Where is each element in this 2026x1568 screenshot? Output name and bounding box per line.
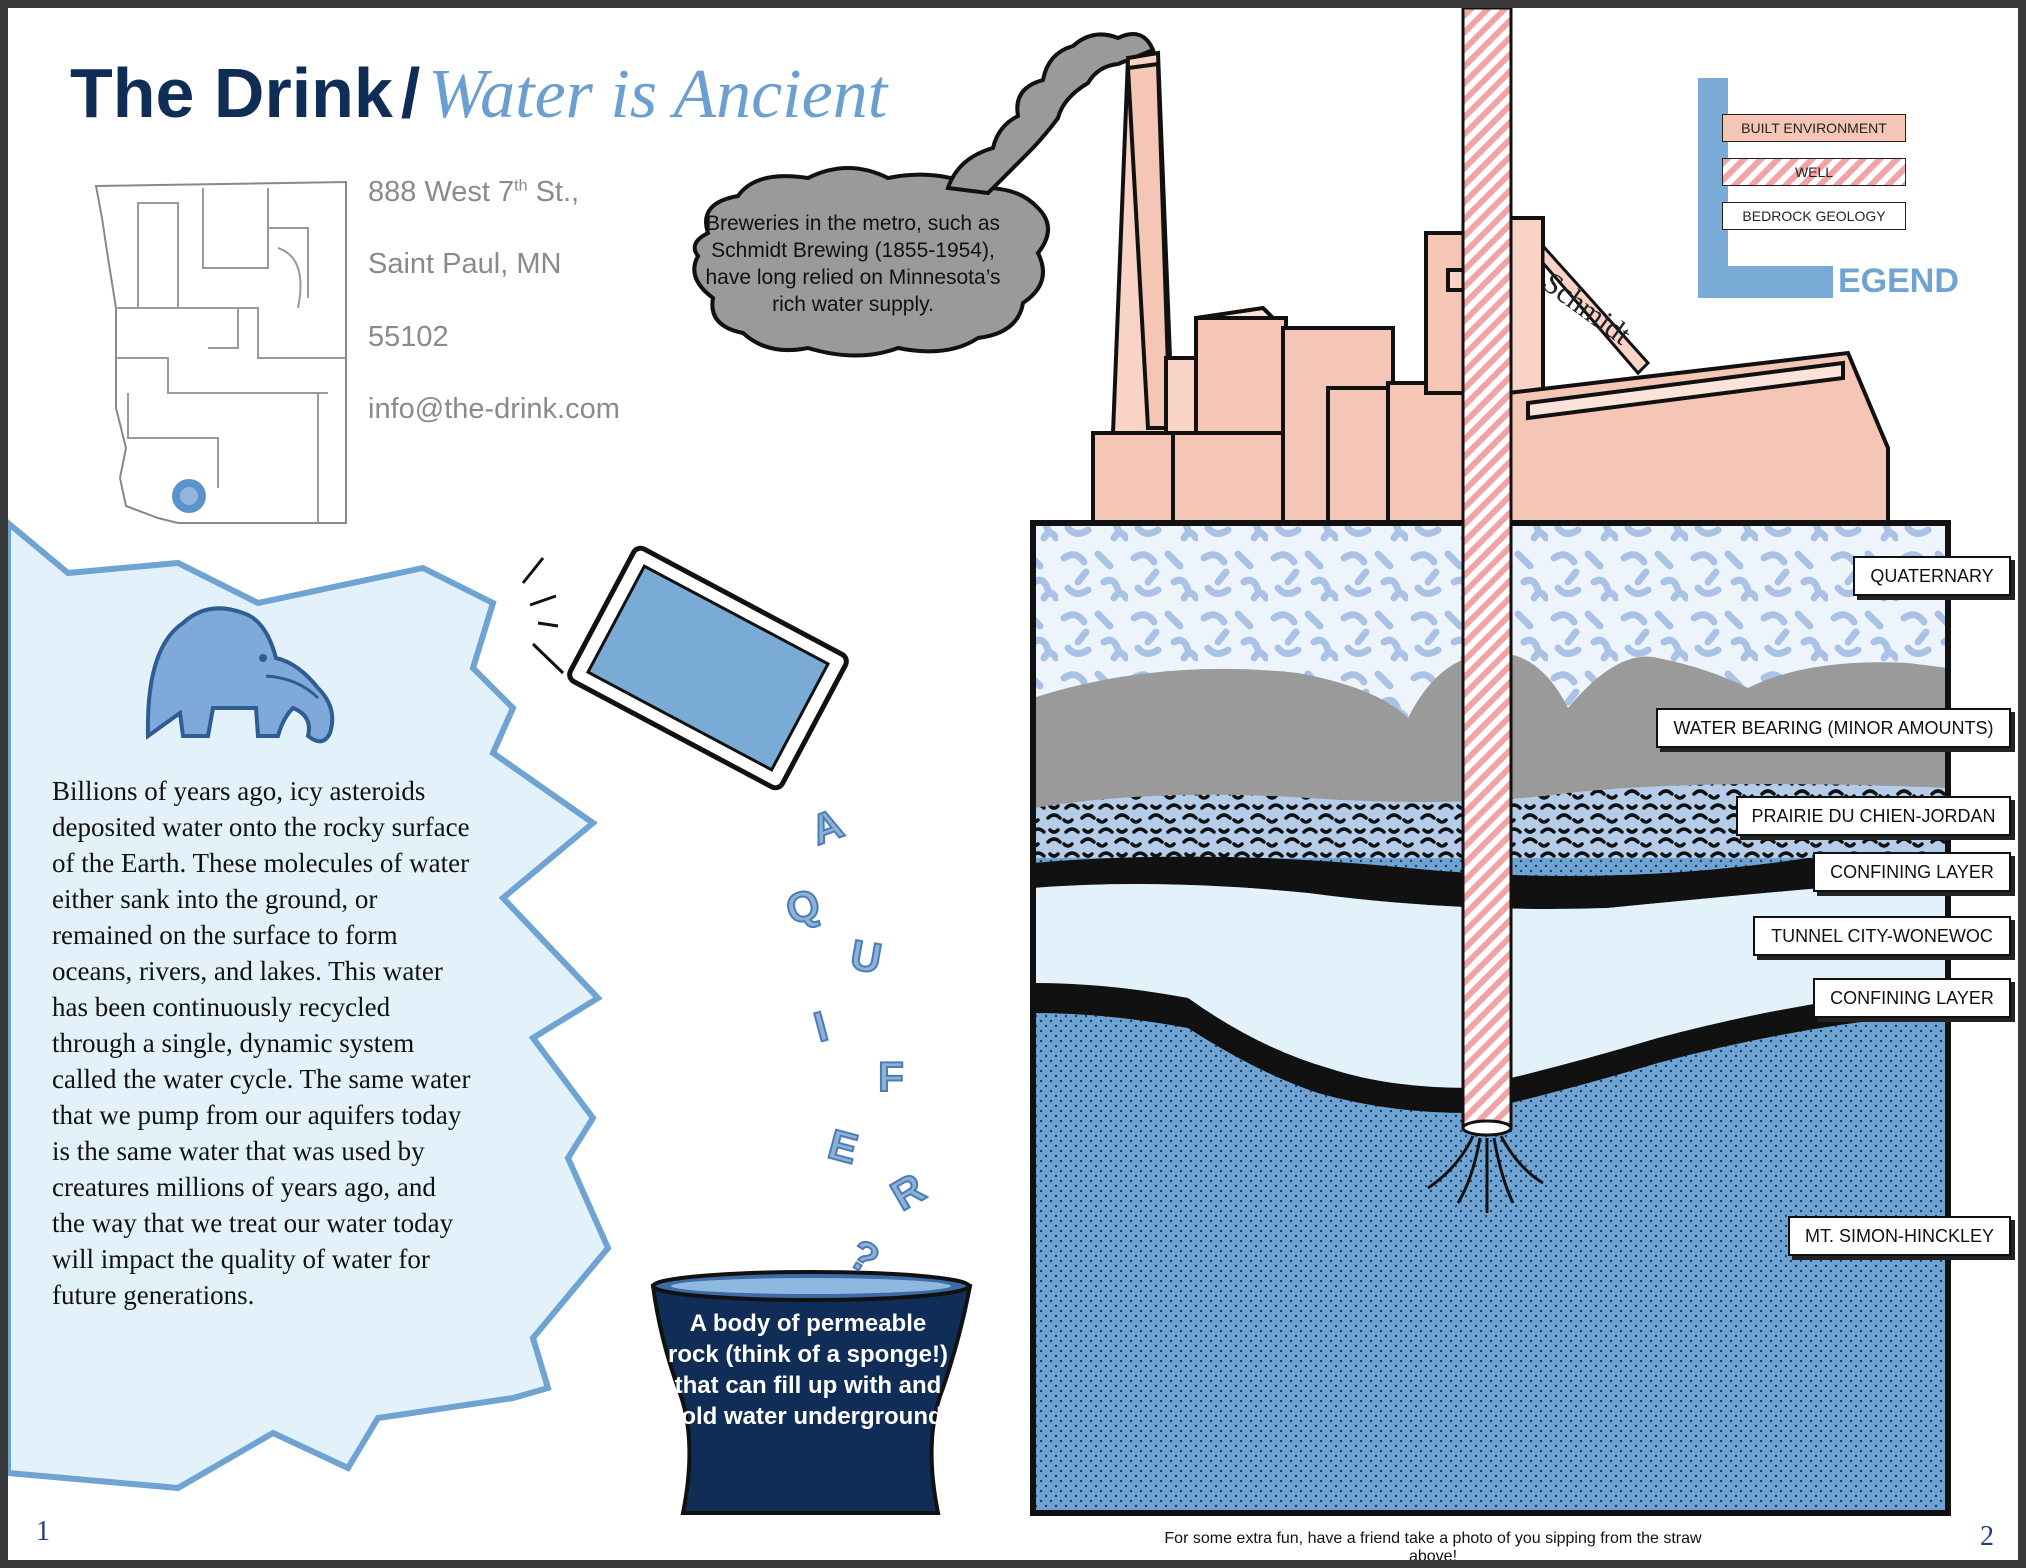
illustration: [8, 8, 1951, 1516]
address-zip: 55102: [368, 321, 449, 353]
title-main: The Drink: [70, 54, 393, 132]
motion-lines: [521, 557, 565, 675]
layer-label-mt-simon: MT. SIMON-HINCKLEY: [1788, 1216, 2011, 1256]
address-street: 888 West 7th St.,: [368, 176, 579, 209]
footer-note: For some extra fun, have a friend take a…: [1164, 1530, 1702, 1560]
smoke-cloud: [692, 32, 1156, 358]
legend-title: EGEND: [1838, 262, 1959, 300]
legend-bedrock-geology: BEDROCK GEOLOGY: [1722, 202, 1906, 230]
water-glass-icon: [567, 545, 849, 791]
spread-page: The Drink/Water is Ancient 888 West 7th …: [8, 8, 2018, 1560]
aquifer-letter: U: [846, 930, 886, 984]
address-street-end: St.,: [527, 176, 580, 208]
address-city: Saint Paul, MN: [368, 248, 562, 280]
aquifer-letter: F: [877, 1052, 905, 1101]
page-number-right: 2: [1980, 1521, 1994, 1552]
title-slash: /: [400, 54, 421, 132]
layer-label-water-bearing: WATER BEARING (MINOR AMOUNTS): [1656, 708, 2011, 748]
city-map: [94, 180, 347, 524]
geology-cross-section: [1030, 520, 1951, 1516]
brewery-bubble-text: Breweries in the metro, such as Schmidt …: [705, 212, 1001, 316]
aquifer-definition: A body of permeable rock (think of a spo…: [666, 1310, 950, 1430]
well-straw: [1427, 8, 1544, 1213]
layer-label-prairie-du-chien: PRAIRIE DU CHIEN-JORDAN: [1736, 796, 2011, 836]
story-text: Billions of years ago, icy asteroids dep…: [52, 776, 471, 1310]
legend-frame: [1698, 78, 1833, 298]
layer-label-quaternary: QUATERNARY: [1853, 556, 2011, 596]
layer-label-confining-1: CONFINING LAYER: [1813, 852, 2011, 892]
title-sub: Water is Ancient: [428, 56, 888, 133]
page-number-left: 1: [36, 1516, 50, 1547]
layer-label-tunnel-city: TUNNEL CITY-WONEWOC: [1753, 916, 2011, 956]
mammoth-icon: [145, 606, 335, 744]
story-panel: [8, 519, 612, 1492]
contact-email[interactable]: info@the-drink.com: [368, 393, 620, 425]
address-street-sup: th: [514, 177, 528, 195]
page-title: The Drink/Water is Ancient: [70, 58, 887, 130]
layer-label-confining-2: CONFINING LAYER: [1813, 978, 2011, 1018]
legend-built-environment: BUILT ENVIRONMENT: [1722, 114, 1906, 142]
legend-well: WELL: [1722, 158, 1906, 186]
address-street-main: 888 West 7: [368, 176, 515, 208]
